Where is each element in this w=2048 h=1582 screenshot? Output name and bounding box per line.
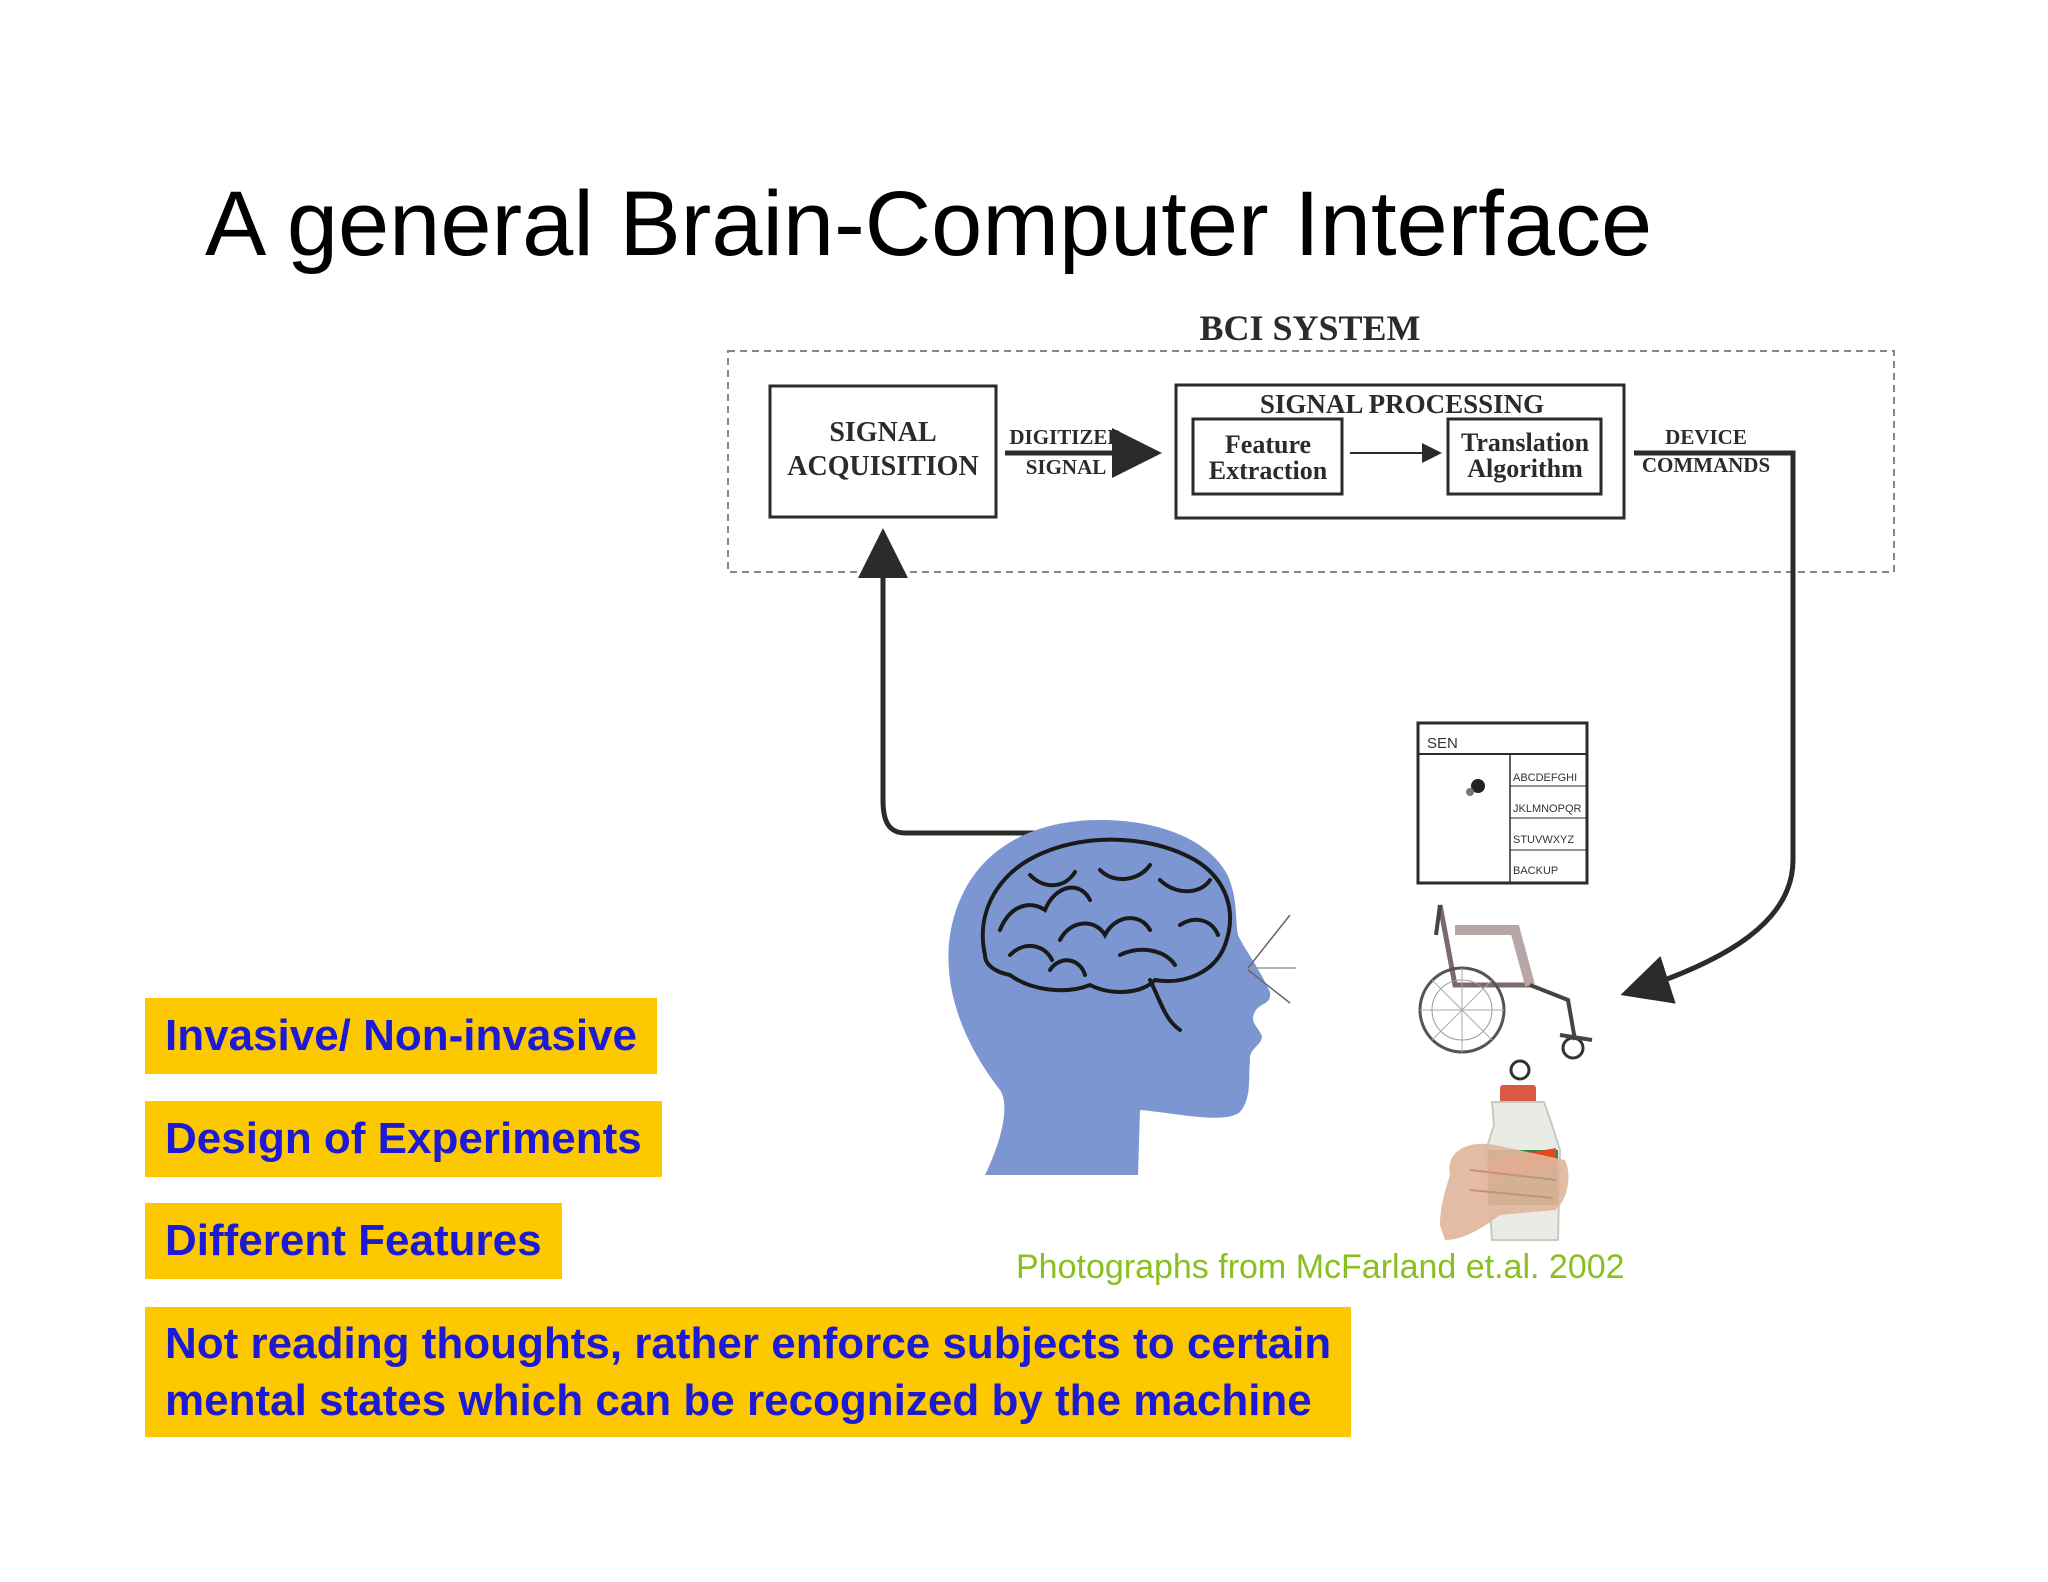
slide-title: A general Brain-Computer Interface [205, 173, 1653, 275]
sight-line-lower [1247, 969, 1291, 1004]
speller-row-3: STUVWXYZ [1513, 834, 1574, 846]
digitized-label-line2: SIGNAL [1026, 455, 1107, 479]
feature-extraction-line2: Extraction [1209, 456, 1328, 485]
speller-row-1: ABCDEFGHI [1513, 772, 1577, 784]
feature-extraction-box [1191, 417, 1344, 496]
speller-row-2: JKLMNOPQR [1513, 803, 1582, 815]
callout-mental-states: Not reading thoughts, rather enforce sub… [145, 1307, 1352, 1437]
speller-row-4: BACKUP [1513, 865, 1558, 877]
digitized-label-line1: DIGITIZED [1009, 425, 1122, 449]
callout-different-features: Different Features [145, 1203, 562, 1279]
translation-algorithm-box [1446, 417, 1603, 496]
wheelchair-icon [1418, 904, 1593, 1081]
sight-line-upper [1247, 914, 1291, 969]
speller-display: SEN ABCDEFGHI JKLMNOPQR STUVWXYZ BACKUP [1416, 721, 1589, 885]
bci-system-boundary [727, 350, 1895, 573]
translation-algorithm-line2: Algorithm [1467, 454, 1583, 483]
callout-mental-states-line1: Not reading thoughts, rather enforce sub… [165, 1319, 1332, 1368]
device-commands-arrow [1620, 450, 1796, 1004]
hand-bottle-photo [1440, 1085, 1569, 1241]
head-silhouette [948, 820, 1271, 1175]
callout-invasive: Invasive/ Non-invasive [145, 998, 657, 1074]
callout-mental-states-line2: mental states which can be recognized by… [165, 1376, 1312, 1425]
signal-processing-label: SIGNAL PROCESSING [1260, 389, 1544, 419]
photo-credit: Photographs from McFarland et.al. 2002 [1016, 1248, 1625, 1286]
speller-header: SEN [1427, 735, 1458, 752]
device-commands-line2: COMMANDS [1642, 453, 1770, 477]
signal-acquisition-line1: SIGNAL [829, 417, 936, 448]
translation-algorithm-line1: Translation [1461, 428, 1590, 457]
signal-acquisition-box [768, 384, 998, 519]
device-commands-line1: DEVICE [1665, 425, 1747, 449]
speller-cursor [1471, 779, 1485, 793]
brain-signal-arrow [858, 528, 1082, 836]
feature-extraction-line1: Feature [1225, 430, 1311, 459]
signal-acquisition-line2: ACQUISITION [787, 451, 978, 482]
brain-illustration [980, 837, 1233, 1032]
callout-design-of-experiments: Design of Experiments [145, 1101, 662, 1177]
bci-system-label: BCI SYSTEM [1199, 308, 1420, 348]
